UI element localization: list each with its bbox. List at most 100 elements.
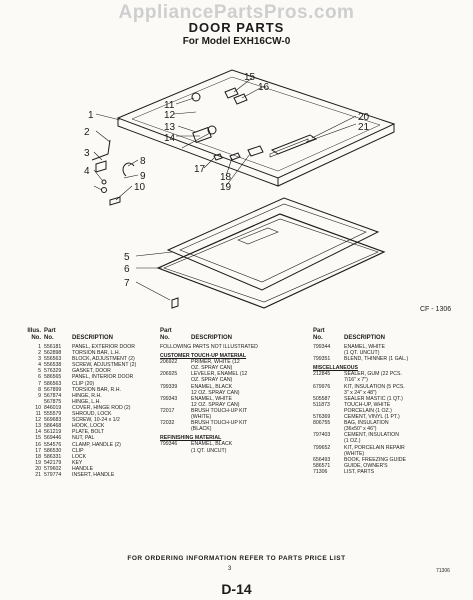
callout-5: 5 xyxy=(124,252,130,263)
illus-number: 1 xyxy=(38,344,41,350)
illus-number: 2 xyxy=(38,350,41,357)
table-row: (1 QT. UNCUT) xyxy=(160,448,310,454)
part-description: (1 OZ.) xyxy=(344,438,361,445)
part-number: 72032 xyxy=(160,420,175,427)
callout-8: 8 xyxy=(140,156,146,167)
header-part: Part xyxy=(44,328,56,334)
callout-6: 6 xyxy=(124,264,130,275)
part-description: TORSION BAR, L.H. xyxy=(72,350,121,357)
part-description: 7/16" x 7") xyxy=(344,377,368,384)
part-description: OZ. SPRAY CAN) xyxy=(191,377,233,384)
part-description: GUIDE, OWNER'S xyxy=(344,462,388,469)
header-no: No. xyxy=(31,335,41,341)
table-row: 12 OZ. SPRAY CAN) xyxy=(160,402,310,408)
illus-number: 10 xyxy=(35,404,41,411)
part-number: 206922 xyxy=(160,359,178,366)
header-illus: Illus. xyxy=(27,328,41,334)
page-title: DOOR PARTS xyxy=(188,20,285,35)
illus-number: 5 xyxy=(38,368,41,375)
part-description: ENAMEL, WHITE xyxy=(191,395,232,402)
part-number: 505587 xyxy=(313,395,331,402)
callout-3: 3 xyxy=(84,148,90,159)
part-description: HOOK, LOCK xyxy=(72,423,105,430)
exterior-door-panel xyxy=(116,69,396,179)
part-description: 3" x 24" x 48") xyxy=(344,389,377,396)
part-description: KEY xyxy=(72,459,83,466)
part-description: (BLACK) xyxy=(191,426,212,433)
part-description: HINGE, L.H. xyxy=(72,398,101,405)
callout-14: 14 xyxy=(164,133,176,144)
part-description: SHROUD, LOCK xyxy=(72,411,112,418)
part-description: SEALER MASTIC (1 QT.) xyxy=(344,395,403,402)
part-number: 569446 xyxy=(44,435,62,442)
door-gasket xyxy=(156,213,386,309)
part-number: 561219 xyxy=(44,429,62,436)
part-number: 586331 xyxy=(44,453,62,460)
callout-13: 13 xyxy=(164,122,176,133)
page-small-number: 3 xyxy=(228,566,232,572)
part-description: ENAMEL, BLACK xyxy=(191,383,233,390)
table-row: 3" x 24" x 48") xyxy=(313,390,463,396)
section-heading: CUSTOMER TOUCH-UP MATERIAL xyxy=(160,353,247,360)
part-number xyxy=(160,448,191,454)
table-header: No. DESCRIPTION xyxy=(160,335,310,342)
part-description: (36x50" x 46") xyxy=(344,426,377,433)
table-row: (WHITE) xyxy=(160,414,310,420)
callout-19: 19 xyxy=(220,182,232,193)
table-row: (WHITE) xyxy=(313,451,463,457)
lock-hook xyxy=(191,92,201,102)
part-number: 579602 xyxy=(44,465,62,472)
part-description: KIT, PORCELAIN REPAIR xyxy=(344,444,405,451)
part-description: PANEL, EXTERIOR DOOR xyxy=(72,344,136,350)
bolt-plate xyxy=(192,126,212,144)
part-description: NUT, PAL xyxy=(72,435,95,442)
part-number: 562898 xyxy=(44,350,62,357)
part-description: INSERT, HANDLE xyxy=(72,471,115,478)
part-description: ENAMEL, BLACK xyxy=(191,441,233,448)
callout-21: 21 xyxy=(358,122,370,133)
table-row: OZ. SPRAY CAN) xyxy=(160,377,310,383)
header-description: DESCRIPTION xyxy=(344,335,386,341)
pal-nut xyxy=(224,87,239,99)
illus-number: 17 xyxy=(35,447,41,454)
illus-number: 12 xyxy=(35,417,41,424)
door-clip xyxy=(171,297,179,309)
table-row: (36x50" x 46") xyxy=(313,426,463,432)
part-number: 542179 xyxy=(44,459,62,466)
hinge-cover xyxy=(109,196,121,206)
part-number: 71306 xyxy=(313,468,328,475)
illus-number: 16 xyxy=(35,441,41,448)
part-number: 586563 xyxy=(44,380,62,387)
illus-number: 3 xyxy=(38,356,41,363)
part-number: 569683 xyxy=(44,417,62,424)
part-description: (WHITE) xyxy=(344,450,365,457)
part-number: 656493 xyxy=(313,456,331,463)
interior-door-panel xyxy=(166,197,380,291)
part-description: BLEND, THINNER (1 GAL.) xyxy=(344,356,409,363)
part-number: 554576 xyxy=(44,441,62,448)
part-description: TOUCH-UP, WHITE xyxy=(344,401,391,408)
illus-number: 11 xyxy=(35,411,41,418)
callout-9: 9 xyxy=(140,171,146,182)
part-number: 586571 xyxy=(313,462,331,469)
part-description: SEALER, GUM (22 PCS. xyxy=(344,371,402,378)
table-row: 12 OZ. SPRAY CAN) xyxy=(160,390,310,396)
part-number: 556563 xyxy=(44,356,62,363)
part-number: 72017 xyxy=(160,407,175,414)
part-number: 799652 xyxy=(313,444,331,451)
part-description: 12 OZ. SPRAY CAN) xyxy=(191,389,240,396)
part-number xyxy=(160,426,191,432)
